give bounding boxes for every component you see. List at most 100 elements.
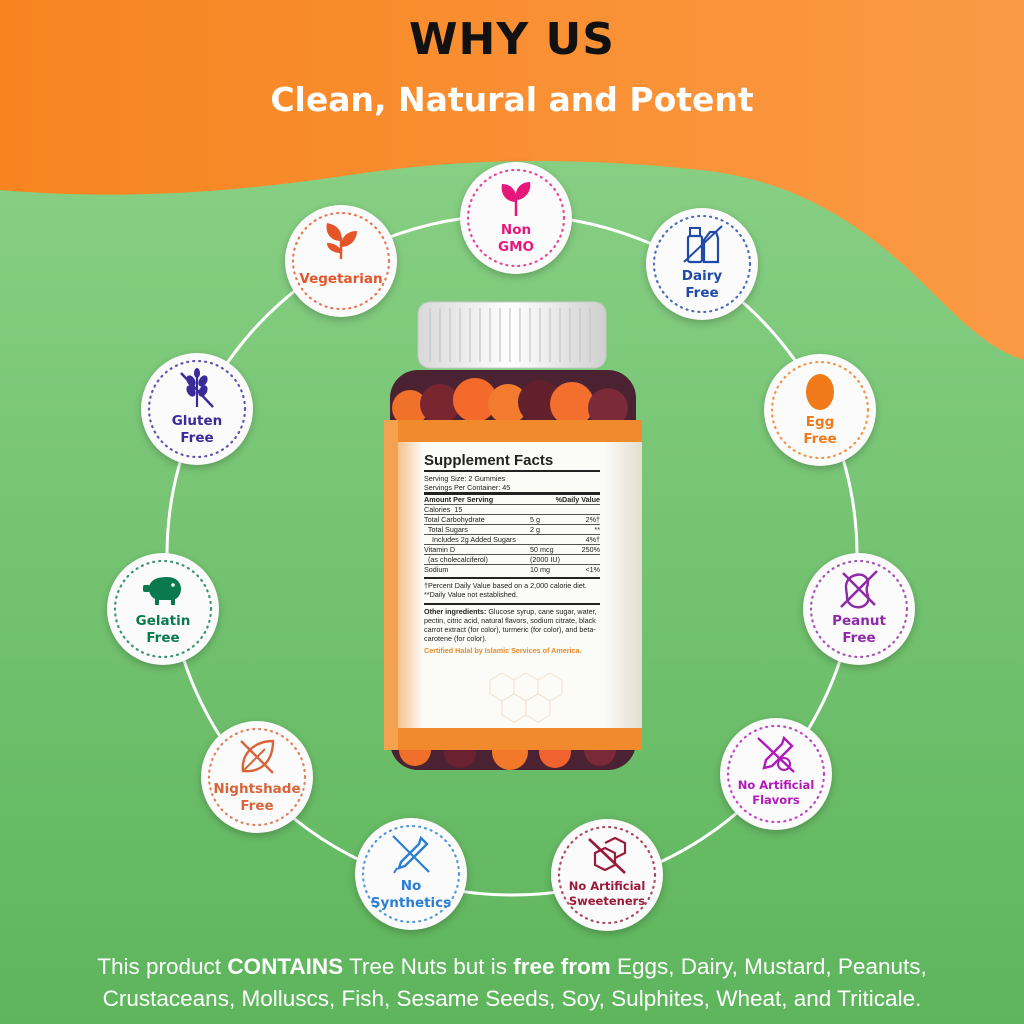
nutrient-amount: (2000 IU)	[530, 555, 560, 564]
dotted-border	[652, 214, 752, 314]
dotted-border	[809, 559, 909, 659]
nutrient-amount: 50 mcg	[530, 545, 554, 554]
dotted-border	[361, 824, 461, 924]
badge-label-line-1: No Artificial	[568, 879, 646, 893]
nutrient-name: Total Sugars	[424, 525, 468, 534]
facts-row: Total Carbohydrate 5 g 2%†	[424, 514, 600, 524]
peanut-crossed-icon	[840, 570, 878, 609]
nutrient-dv: <1%	[585, 565, 600, 574]
badge-vegetarian: Vegetarian	[285, 205, 397, 317]
badge-label-line-1: No Artificial	[737, 778, 815, 792]
dotted-border	[726, 724, 826, 824]
badge-label-line-1: No	[400, 878, 422, 894]
serving-size: Serving Size: 2 Gummies	[424, 474, 506, 483]
nutrient-values: 5 g 2%†	[530, 515, 600, 524]
allergen-text: This product	[97, 954, 228, 979]
badge-label-line-1: Dairy	[681, 268, 723, 284]
page-title: WHY US	[409, 14, 615, 65]
nutrient-values: 4%†	[530, 535, 600, 544]
pipette-crossed-icon	[392, 835, 430, 874]
nutrient-dv: 250%	[581, 545, 600, 554]
facts-row: Sodium 10 mg <1%	[424, 564, 600, 574]
leaf-crossed-icon	[240, 739, 275, 774]
nutrient-amount: 10 mg	[530, 565, 550, 574]
sugar-cubes-crossed-icon	[588, 836, 627, 874]
nutrient-values	[530, 505, 600, 514]
badge-label-line-1: Egg	[805, 414, 835, 430]
nutrient-dv: **	[594, 525, 600, 534]
page-subtitle: Clean, Natural and Potent	[270, 80, 754, 119]
allergen-statement-line-2: Crustaceans, Molluscs, Fish, Sesame Seed…	[102, 986, 922, 1011]
badge-label-line-2: Free	[146, 630, 180, 646]
halal-certification: Certified Halal by Islamic Services of A…	[424, 646, 582, 655]
facts-row: Calories 15	[424, 504, 600, 514]
dotted-border	[207, 727, 307, 827]
badge-label-line-2: Free	[685, 285, 719, 301]
amount-header: Amount Per Serving	[424, 495, 494, 504]
ingredients-text: Glucose syrup, cane sugar, water, pectin…	[424, 607, 597, 643]
nutrient-values: 2 g**	[530, 525, 600, 534]
badge-label-line-2: Flavors	[752, 793, 800, 807]
nutrient-values: (2000 IU)	[530, 555, 600, 564]
badge-label-line-2: Free	[842, 630, 876, 646]
wheat-crossed-icon	[180, 368, 214, 408]
badge-label-line-1: Gelatin	[135, 613, 191, 629]
ingredients: Other ingredients: Glucose syrup, cane s…	[424, 603, 600, 643]
facts-note-established: **Daily Value not established.	[424, 590, 518, 599]
allergen-text: Tree Nuts but is	[343, 954, 514, 979]
dotted-border	[147, 359, 247, 459]
badge-label-line-2: Synthetics	[370, 895, 452, 911]
allergen-statement-line-1: This product CONTAINS Tree Nuts but is f…	[0, 951, 1024, 983]
dotted-border	[291, 211, 391, 311]
nutrient-name: Vitamin D	[424, 545, 456, 554]
dv-header: %Daily Value	[555, 495, 600, 504]
badge-label-line-1: Nightshade	[213, 781, 301, 797]
supplement-facts-title: Supplement Facts	[424, 452, 600, 472]
badge-label-line-2: Free	[240, 798, 274, 814]
allergen-free-from: free from	[513, 954, 611, 979]
nutrient-name: Includes 2g Added Sugars	[424, 535, 516, 544]
facts-row: Includes 2g Added Sugars 4%†	[424, 534, 600, 544]
nutrient-name: (as cholecalciferol)	[424, 555, 488, 564]
facts-row: (as cholecalciferol) (2000 IU)	[424, 554, 600, 564]
nutrient-values: 10 mg <1%	[530, 565, 600, 574]
dotted-border	[466, 168, 566, 268]
nutrient-amount: 5 g	[530, 515, 540, 524]
facts-row: Total Sugars 2 g**	[424, 524, 600, 534]
egg-icon	[806, 374, 834, 410]
dotted-border	[770, 360, 870, 460]
supplement-facts-panel: Supplement Facts Serving Size: 2 Gummies…	[424, 452, 600, 658]
leaf-sprout-icon	[501, 182, 531, 216]
badge-label-line-2: Free	[180, 430, 214, 446]
badge-label-line-2: Free	[803, 431, 837, 447]
milk-bottle-icon	[683, 225, 723, 264]
nutrient-name: Total Carbohydrate	[424, 515, 485, 524]
allergen-contains: CONTAINS	[227, 954, 344, 979]
badge-label-line-2: GMO	[498, 239, 534, 255]
facts-header-row: Amount Per Serving %Daily Value	[424, 492, 600, 504]
nutrient-dv: 2%†	[585, 515, 600, 524]
nutrient-dv: 4%†	[585, 535, 600, 544]
badge-label-line-1: Non	[500, 222, 532, 238]
nutrient-name: Sodium	[424, 565, 449, 574]
facts-row: Vitamin D 50 mcg 250%	[424, 544, 600, 554]
